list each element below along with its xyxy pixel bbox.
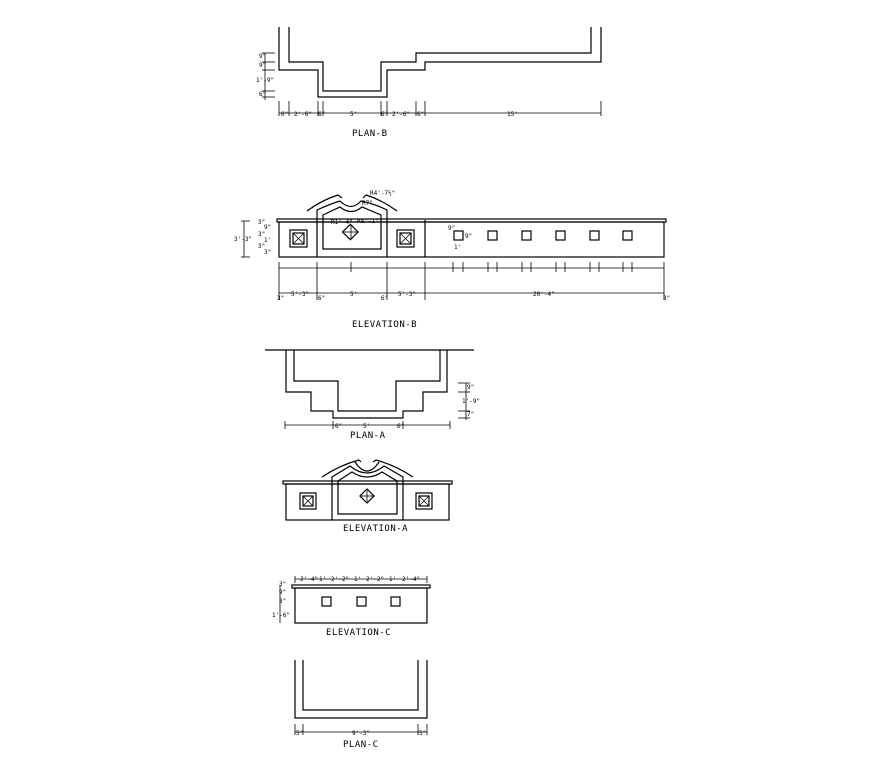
elevation-b-dim: 5'-3" bbox=[291, 291, 309, 298]
plan-b-dim: 6" bbox=[381, 111, 388, 118]
plan-c-dim: 5" bbox=[419, 730, 426, 737]
diamond-ornament-icon bbox=[359, 488, 375, 504]
elevation-c-dim: 1' bbox=[319, 576, 326, 583]
plan-b-dim: 6" bbox=[417, 111, 424, 118]
elevation-c-dim: 9" bbox=[279, 589, 286, 596]
plan-b-dim: 9" bbox=[259, 53, 266, 60]
elevation-b-dim: 5' bbox=[350, 291, 357, 298]
elevation-b-dim: 6" bbox=[381, 295, 388, 302]
plan-a-outer-wall bbox=[285, 350, 448, 419]
square-ornament-icon bbox=[299, 492, 317, 510]
elevation-b-dim: 3" bbox=[258, 231, 265, 238]
elevation-c-dim: 3" bbox=[279, 598, 286, 605]
elevation-c: 2'-4" 1' 2'-2" 1' 2'-2" 1' 2'-4" 3" 9" 3… bbox=[272, 576, 431, 638]
plan-b-title: PLAN-B bbox=[352, 129, 388, 139]
plan-a-inner-wall bbox=[293, 350, 441, 412]
plan-a-dimension-lines bbox=[284, 382, 470, 429]
elevation-b-dim: 3" bbox=[258, 243, 265, 250]
plan-c-dim: 9'-3" bbox=[352, 730, 370, 737]
plan-a-title: PLAN-A bbox=[350, 431, 386, 441]
elevation-b-dim: 3" bbox=[264, 249, 271, 256]
elevation-b-dim: 20'-4" bbox=[533, 291, 555, 298]
elevation-b-dim: 3" bbox=[258, 219, 265, 226]
elevation-b-dim: 9" bbox=[264, 224, 271, 231]
plan-a-dim: 9" bbox=[467, 384, 474, 391]
plan-c-outer-wall bbox=[294, 660, 428, 719]
plan-a: 5' 6" 6" 9" 1'-9" 7" PLAN-A bbox=[265, 349, 480, 441]
plan-a-dim: 7" bbox=[467, 411, 474, 418]
plan-a-dim: 1'-9" bbox=[462, 398, 480, 405]
plan-c: 5" 9'-3" 5" PLAN-C bbox=[294, 660, 428, 750]
plan-b-dimension-line bbox=[262, 52, 602, 116]
elevation-c-dimension-lines bbox=[279, 576, 428, 623]
plan-b-dim: 6" bbox=[318, 111, 325, 118]
elevation-b-title: ELEVATION-B bbox=[352, 320, 417, 330]
plan-b-dim: 2'-6" bbox=[392, 111, 410, 118]
plan-b-dim: 2'-6" bbox=[294, 111, 312, 118]
plan-b: 6" 2'-6" 6" 5' 6" 2'-6" 6" 15' 9" 9" 1'-… bbox=[256, 27, 602, 139]
plan-b-dim: 6" bbox=[259, 91, 266, 98]
plan-c-title: PLAN-C bbox=[343, 740, 379, 750]
window-dim: 1' bbox=[454, 244, 461, 251]
elevation-b-gable bbox=[316, 200, 388, 222]
radius-label: R7" bbox=[362, 200, 373, 207]
plan-b-inner-wall bbox=[288, 27, 592, 92]
plan-c-dim: 5" bbox=[296, 730, 303, 737]
window-dim: 9" bbox=[448, 225, 455, 232]
elevation-c-dim: 3" bbox=[279, 581, 286, 588]
diamond-ornament-icon bbox=[341, 223, 359, 241]
elevation-b-dim: 3" bbox=[277, 295, 284, 302]
plan-b-dim: 9" bbox=[259, 62, 266, 69]
elevation-c-dim: 2'-4" bbox=[300, 576, 318, 583]
elevation-a-wall bbox=[285, 483, 450, 521]
elevation-c-dim: 1' bbox=[389, 576, 396, 583]
elevation-c-dim: 2'-4" bbox=[402, 576, 420, 583]
plan-b-dim: 15' bbox=[507, 111, 518, 118]
plan-b-dim: 5' bbox=[350, 111, 357, 118]
elevation-b-dim: 3'-3" bbox=[234, 236, 252, 243]
elevation-b-wall bbox=[278, 221, 665, 258]
elevation-b-dim: 5'-3" bbox=[398, 291, 416, 298]
elevation-b-windows bbox=[453, 230, 633, 241]
radius-label: R8'-1" bbox=[357, 218, 379, 225]
elevation-b-dim: 3" bbox=[663, 295, 670, 302]
square-ornament-icon bbox=[415, 492, 433, 510]
elevation-c-dim: 1'-6" bbox=[272, 612, 290, 619]
elevation-b-dim: 6" bbox=[318, 295, 325, 302]
plan-a-dim: 5' bbox=[363, 423, 370, 430]
plan-b-dim: 6" bbox=[281, 111, 288, 118]
plan-c-dimension-line bbox=[294, 724, 428, 735]
radius-label: R4'-7½" bbox=[370, 190, 395, 197]
plan-a-dim: 6" bbox=[397, 423, 404, 430]
elevation-b-dim: 1' bbox=[264, 237, 271, 244]
plan-c-inner-wall bbox=[302, 660, 419, 711]
plan-b-outer-wall bbox=[278, 27, 602, 98]
elevation-b-dimension-lines bbox=[241, 220, 665, 300]
plan-a-dim: 6" bbox=[335, 423, 342, 430]
square-ornament-icon bbox=[289, 229, 308, 248]
elevation-c-wall bbox=[294, 587, 428, 624]
elevation-b: R4'-7½" R7" R1'-4" R8'-1" 3" 9" 3" 1' 3"… bbox=[234, 190, 670, 330]
elevation-a-title: ELEVATION-A bbox=[343, 524, 408, 534]
elevation-c-dim: 2'-2" bbox=[331, 576, 349, 583]
radius-label: R1'-4" bbox=[331, 219, 353, 226]
square-ornament-icon bbox=[396, 229, 415, 248]
elevation-b-gable-cap bbox=[306, 194, 398, 212]
elevation-c-dim: 2'-2" bbox=[366, 576, 384, 583]
elevation-c-dim: 1' bbox=[354, 576, 361, 583]
elevation-a: ELEVATION-A bbox=[282, 459, 453, 534]
elevation-c-title: ELEVATION-C bbox=[326, 628, 391, 638]
plan-b-dim: 1'-9" bbox=[256, 77, 274, 84]
window-dim: 9" bbox=[465, 233, 472, 240]
